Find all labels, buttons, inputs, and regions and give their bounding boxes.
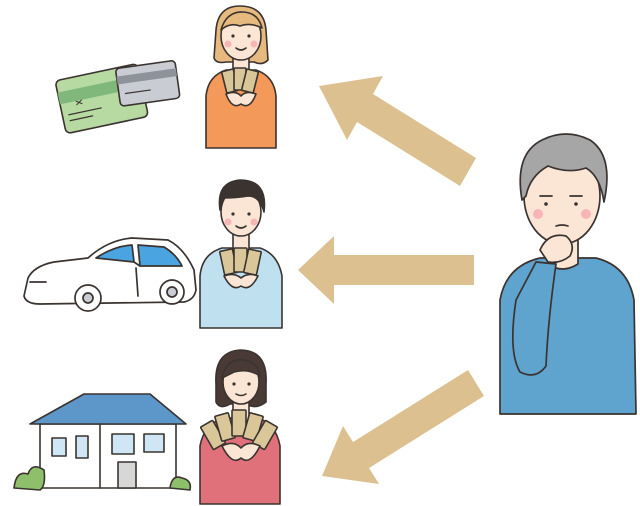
arrows [298,76,484,484]
credit-cards-icon [55,60,181,134]
arrow-down-left-icon [322,370,484,484]
house-icon [13,393,192,491]
arrow-left-icon [298,236,474,304]
car-icon [23,237,197,312]
young-woman-figure [205,5,277,149]
young-man-figure [199,179,283,329]
arrow-up-left-icon [319,76,476,186]
middle-aged-woman-figure [199,349,281,505]
thinking-elderly-man-icon [499,133,637,415]
